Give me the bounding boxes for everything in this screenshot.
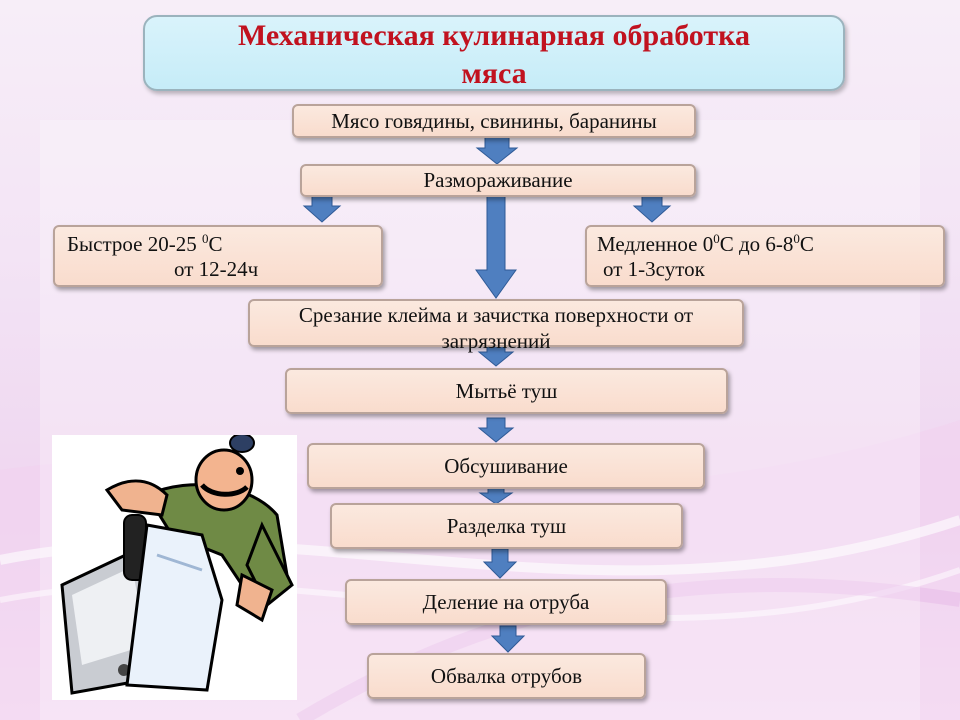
step-washing: Мытьё туш: [285, 368, 728, 414]
chef-illustration: [52, 433, 297, 700]
arrow-down-icon: [478, 487, 514, 505]
arrow-down-icon: [475, 135, 519, 165]
step-trimming: Срезание клейма и зачистка поверхности о…: [248, 299, 744, 353]
arrow-down-icon: [632, 195, 672, 223]
chef-with-cleaver-icon: [60, 433, 294, 695]
signature-watermark: [230, 685, 233, 695]
arrow-down-icon: [475, 195, 517, 299]
step-meat: Мясо говядины, свинины, баранины: [292, 104, 696, 138]
step-slow-thawing: Медленное 00С до 6-80С от 1-3суток: [585, 225, 945, 287]
step-cutting: Разделка туш: [330, 503, 683, 549]
arrow-down-icon: [302, 195, 342, 223]
step-fast-thawing: Быстрое 20-25 0С от 12-24ч: [53, 225, 383, 287]
step-drying: Обсушивание: [307, 443, 705, 489]
arrow-down-icon: [477, 417, 515, 443]
title-line-2: мяса: [461, 57, 527, 90]
arrow-down-icon: [490, 625, 526, 653]
arrow-down-icon: [482, 548, 518, 579]
arrow-down-icon: [477, 345, 515, 367]
title-banner: Механическая кулинарная обработка мяса: [143, 15, 845, 91]
step-thawing: Размораживание: [300, 164, 696, 197]
title-line-1: Механическая кулинарная обработка: [238, 19, 750, 52]
step-deboning: Обвалка отрубов: [367, 653, 646, 699]
step-dividing: Деление на отруба: [345, 579, 667, 625]
